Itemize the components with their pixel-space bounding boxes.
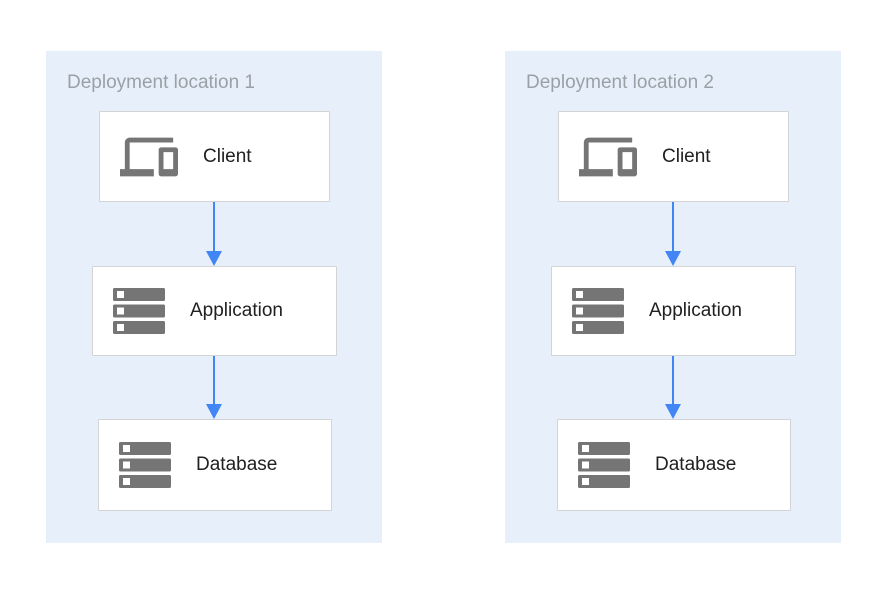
server-stack-icon bbox=[119, 442, 171, 488]
devices-icon bbox=[120, 128, 178, 186]
node-client: Client bbox=[558, 111, 789, 202]
server-stack-icon bbox=[572, 288, 624, 334]
arrow-client-to-application bbox=[206, 202, 222, 266]
arrow-application-to-database bbox=[665, 356, 681, 419]
arrow-line bbox=[212, 356, 216, 404]
deployment-location-1-panel: Deployment location 1 Client Application bbox=[46, 51, 382, 543]
node-label: Database bbox=[655, 454, 737, 475]
node-application: Application bbox=[551, 266, 796, 356]
node-label: Database bbox=[196, 454, 278, 475]
server-stack-icon bbox=[113, 288, 165, 334]
node-database: Database bbox=[98, 419, 332, 511]
arrow-line bbox=[671, 356, 675, 404]
node-label: Client bbox=[662, 145, 711, 167]
arrow-client-to-application bbox=[665, 202, 681, 266]
node-label: Application bbox=[190, 300, 283, 321]
node-client: Client bbox=[99, 111, 330, 202]
devices-icon bbox=[579, 128, 637, 186]
arrow-head-icon bbox=[206, 251, 222, 266]
node-label: Application bbox=[649, 300, 742, 321]
arrow-line bbox=[212, 202, 216, 251]
node-label: Client bbox=[203, 145, 252, 167]
server-stack-icon bbox=[578, 442, 630, 488]
arrow-head-icon bbox=[206, 404, 222, 419]
deployment-location-2-panel: Deployment location 2 Client Application bbox=[505, 51, 841, 543]
node-application: Application bbox=[92, 266, 337, 356]
panel-title: Deployment location 2 bbox=[526, 72, 714, 93]
node-database: Database bbox=[557, 419, 791, 511]
panel-title: Deployment location 1 bbox=[67, 72, 255, 93]
arrow-line bbox=[671, 202, 675, 251]
arrow-head-icon bbox=[665, 251, 681, 266]
arrow-application-to-database bbox=[206, 356, 222, 419]
arrow-head-icon bbox=[665, 404, 681, 419]
